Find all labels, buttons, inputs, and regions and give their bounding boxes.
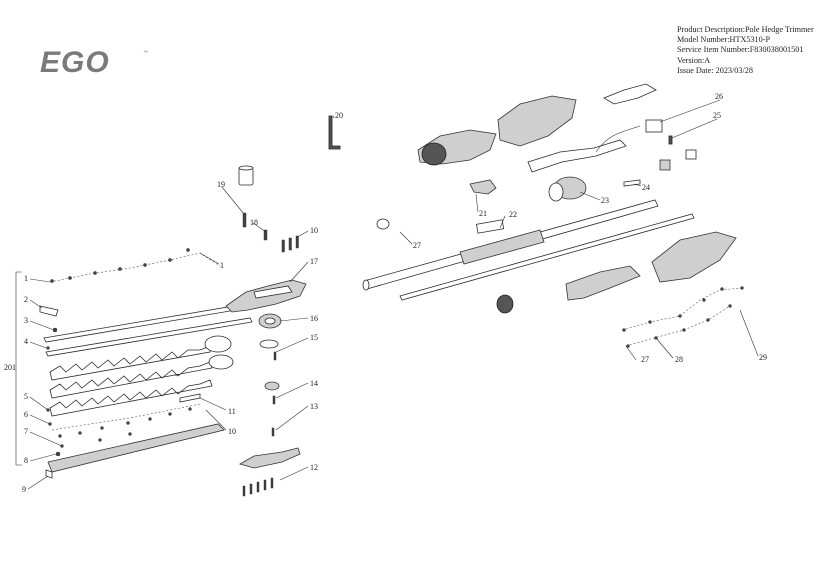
version: Version:A — [677, 55, 711, 65]
screw-19 — [242, 212, 247, 228]
gear-14 — [264, 381, 280, 391]
part-25 — [668, 135, 673, 145]
callout-21: 21 — [479, 209, 487, 218]
lower-handle-left — [565, 265, 641, 301]
part-2-clip — [39, 305, 59, 317]
callout-6: 6 — [24, 410, 28, 419]
screw-18 — [263, 229, 268, 241]
connector-26 — [645, 119, 663, 133]
callout-18: 18 — [250, 218, 258, 227]
callout-29: 29 — [759, 353, 767, 362]
callout-1a: 1 — [24, 274, 28, 283]
middle-blade — [49, 361, 213, 399]
callout-20: 20 — [335, 111, 343, 120]
callout-201: 201 — [4, 363, 16, 372]
ego-trademark: ™ — [143, 50, 148, 56]
product-description: Product Description:Pole Hedge Trimmer — [677, 25, 814, 34]
callout-28: 28 — [675, 355, 683, 364]
callout-7: 7 — [24, 427, 28, 436]
leader-lines — [27, 99, 759, 490]
product-info-block: Product Description:Pole Hedge Trimmer M… — [677, 25, 814, 76]
wire-harness — [527, 139, 627, 173]
lower-handle-right — [651, 231, 737, 283]
screw-row-top — [50, 248, 190, 283]
callout-26: 26 — [715, 92, 723, 101]
callout-16: 16 — [310, 314, 318, 323]
ego-logo: EGO ™ — [40, 46, 148, 79]
callout-1b: 1 — [220, 261, 224, 270]
screw-row-bottom — [58, 407, 192, 448]
callout-2: 2 — [24, 295, 28, 304]
callout-13: 13 — [310, 402, 318, 411]
screws-12 — [242, 477, 274, 497]
hex-key — [328, 115, 341, 150]
callout-25: 25 — [713, 111, 721, 120]
issue-date: Issue Date: 2023/03/28 — [677, 65, 753, 75]
knob — [496, 294, 514, 314]
callout-5: 5 — [24, 392, 28, 401]
callout-15: 15 — [310, 333, 318, 342]
switch-part — [685, 149, 697, 160]
washer-15 — [259, 339, 279, 349]
drive-shaft — [399, 213, 695, 301]
callout-4: 4 — [24, 337, 28, 346]
grease-bottle — [238, 167, 254, 186]
callout-17: 17 — [310, 257, 318, 266]
callout-12: 12 — [310, 463, 318, 472]
blade-guard — [47, 423, 225, 473]
blade-assembly — [15, 248, 253, 479]
callout-9: 9 — [22, 485, 26, 494]
callout-19: 19 — [217, 180, 225, 189]
screws-28-29 — [622, 286, 744, 348]
rear-housing-right — [497, 95, 577, 147]
pole-grip — [459, 229, 545, 265]
callout-labels: 1 1 2 3 4 201 5 6 7 8 9 10 10 11 12 13 1… — [4, 92, 767, 494]
model-number: Model Number:HTX5310-P — [677, 35, 771, 45]
ego-logo-text: EGO — [40, 46, 110, 79]
service-item-number: Service Item Number:F830038001501 — [677, 45, 804, 55]
callout-14: 14 — [310, 379, 318, 388]
gear-head-assembly — [179, 115, 341, 497]
trigger-21 — [469, 179, 497, 195]
callout-23: 23 — [601, 196, 609, 205]
callout-3: 3 — [24, 316, 28, 325]
plate-11 — [179, 393, 201, 403]
pole-and-handle-assembly — [362, 83, 744, 348]
upper-blade — [49, 345, 211, 381]
label-22 — [476, 219, 505, 234]
part-3-washer — [52, 327, 58, 333]
blade-ring-upper — [204, 335, 232, 353]
callout-11: 11 — [228, 407, 236, 416]
lower-blade — [49, 379, 213, 417]
callout-10a: 10 — [310, 226, 318, 235]
battery-cover — [603, 83, 657, 105]
callout-27a: 27 — [413, 241, 421, 250]
callout-22: 22 — [509, 210, 517, 219]
gear-housing-bottom — [238, 447, 301, 469]
blade-ring-lower — [208, 354, 234, 370]
callout-24: 24 — [642, 183, 650, 192]
callout-27b: 27 — [641, 355, 649, 364]
blade-cover-strip — [45, 317, 253, 357]
callout-8: 8 — [24, 456, 28, 465]
callout-10b: 10 — [228, 427, 236, 436]
clamp-27 — [376, 218, 390, 230]
